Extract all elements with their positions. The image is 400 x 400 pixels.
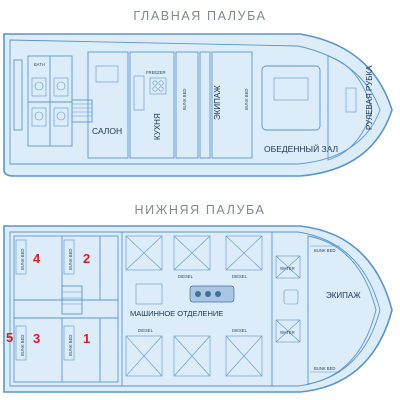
engine-room-label: МАШИННОЕ ОТДЕЛЕНИЕ [130, 309, 223, 318]
salon-label: САЛОН [92, 126, 122, 136]
cabin-bunk-label-2: BUNK BED [68, 249, 73, 270]
main-deck: BATH САЛОН FREEZER КУХНЯ BUNK BED [3, 33, 393, 177]
cabin-bunk-label-1: BUNK BED [20, 249, 25, 270]
lower-deck-title: НИЖНЯЯ ПАЛУБА [134, 203, 266, 217]
bath-block: BATH [27, 55, 73, 147]
crew-lower-label: ЭКИПАЖ [326, 291, 361, 300]
water-label-2: WATER [280, 330, 295, 335]
wheelhouse-label: РУЛЕВАЯ РУБКА [365, 65, 374, 130]
kitchen-label: КУХНЯ [153, 113, 162, 140]
cabin-bunk-label-3: BUNK BED [68, 335, 73, 356]
bath-label: BATH [34, 62, 45, 67]
dining-hall: ОБЕДЕННЫЙ ЗАЛ [261, 65, 338, 154]
main-deck-title: ГЛАВНАЯ ПАЛУБА [133, 9, 267, 23]
kitchen-area: FREEZER КУХНЯ [129, 51, 175, 159]
crew-bunk-label-1: BUNK BED [314, 248, 335, 253]
diesel-label-1: DIESEL [178, 274, 194, 279]
cabin-number-1: 1 [83, 331, 90, 346]
diesel-label-3: DIESEL [138, 328, 154, 333]
main-stairs [71, 99, 93, 123]
cabin-bunk-label-4: BUNK BED [20, 335, 25, 356]
bunk-bed-1-label: BUNK BED [182, 89, 187, 110]
freezer-label: FREEZER [146, 70, 166, 75]
lower-deck-hull [3, 225, 393, 393]
crew-main-label: ЭКИПАЖ [213, 85, 222, 120]
engine-room: DIESEL DIESEL DIESEL DIESEL МАШИННОЕ ОТД… [121, 231, 273, 387]
crew-bunk-label-2: BUNK BED [314, 366, 335, 371]
engine-icon [189, 285, 235, 303]
stern-bench [13, 59, 23, 131]
bunk-bed-2-label: BUNK BED [244, 89, 249, 110]
wheelhouse: РУЛЕВАЯ РУБКА [327, 55, 374, 161]
cabin-number-2: 2 [83, 251, 90, 266]
water-tanks: WATER WATER [275, 255, 301, 343]
diesel-label-4: DIESEL [232, 328, 248, 333]
salon-room [87, 51, 129, 159]
crew-cabin-main: BUNK BED ЭКИПАЖ BUNK BED [175, 51, 253, 159]
cabin-number-4: 4 [33, 251, 41, 266]
cabin-number-5: 5 [6, 330, 13, 345]
water-label-1: WATER [280, 266, 295, 271]
diesel-label-2: DIESEL [232, 274, 248, 279]
lower-deck: BUNK BED BUNK BED BUNK BED BUNK BED 4 2 … [3, 225, 393, 393]
cabin-number-3: 3 [33, 331, 40, 346]
dining-hall-label: ОБЕДЕННЫЙ ЗАЛ [264, 143, 338, 154]
crew-cabin-lower: BUNK BED BUNK BED ЭКИПАЖ [307, 235, 377, 385]
